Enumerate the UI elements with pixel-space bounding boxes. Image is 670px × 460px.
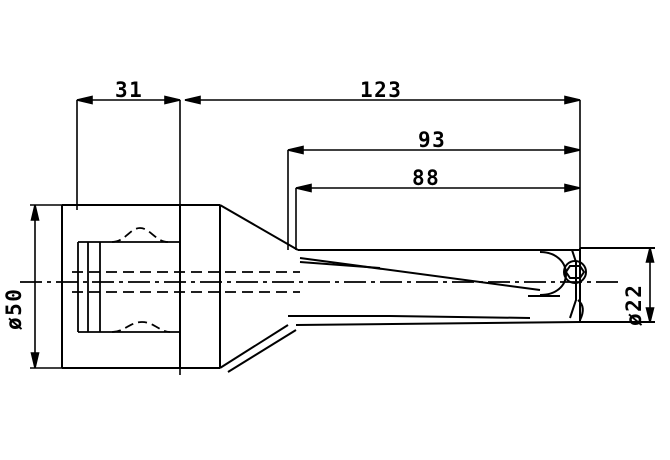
dimension-label-88: 88	[412, 166, 441, 190]
bar-bottom-edge-b	[295, 321, 581, 326]
arrow-93-right	[564, 145, 581, 155]
arrow-d22-top	[645, 247, 655, 263]
dimension-label-diameter-22: ø22	[622, 283, 646, 326]
dimension-label-diameter-50: ø50	[2, 287, 26, 330]
break-line-bottom	[111, 321, 171, 333]
dimension-label-93: 93	[418, 128, 447, 152]
arrow-31-left	[76, 95, 93, 105]
arrow-88-left	[295, 183, 312, 193]
dimension-label-31: 31	[115, 78, 144, 102]
tool-body-outline	[61, 204, 299, 373]
boring-bar-outline	[288, 249, 581, 326]
arrow-d22-bottom	[645, 307, 655, 323]
dimension-88	[295, 183, 581, 193]
screw-head-circle	[563, 260, 587, 284]
arrow-88-right	[564, 183, 581, 193]
taper-upper	[219, 204, 299, 251]
arrow-d50-top	[30, 204, 40, 221]
arrow-93-left	[287, 145, 304, 155]
break-line-top	[111, 227, 169, 243]
taper-lower-b	[227, 329, 297, 373]
dimension-group-top	[76, 100, 581, 375]
bar-facet-line-2	[299, 261, 381, 269]
pocket-seat-outline	[539, 251, 568, 296]
insert-pocket	[520, 249, 577, 319]
arrow-31-right	[164, 95, 181, 105]
insert-right-flank	[569, 249, 577, 319]
break-lines	[111, 227, 171, 333]
dimension-123	[184, 95, 581, 105]
hidden-bore-lines	[72, 271, 300, 293]
shank-internal-features	[77, 241, 180, 333]
bar-facet-line	[299, 257, 541, 291]
dimension-label-123: 123	[360, 78, 403, 102]
arrow-123-left	[184, 95, 201, 105]
arrow-d50-bottom	[30, 352, 40, 369]
dimension-31	[76, 95, 181, 105]
dimension-diameter-50	[30, 204, 77, 369]
dimension-93	[287, 145, 581, 155]
bar-bottom-inner	[389, 315, 531, 319]
right-end-face	[579, 247, 655, 323]
taper-lower-a	[219, 324, 289, 369]
arrow-123-right	[564, 95, 581, 105]
